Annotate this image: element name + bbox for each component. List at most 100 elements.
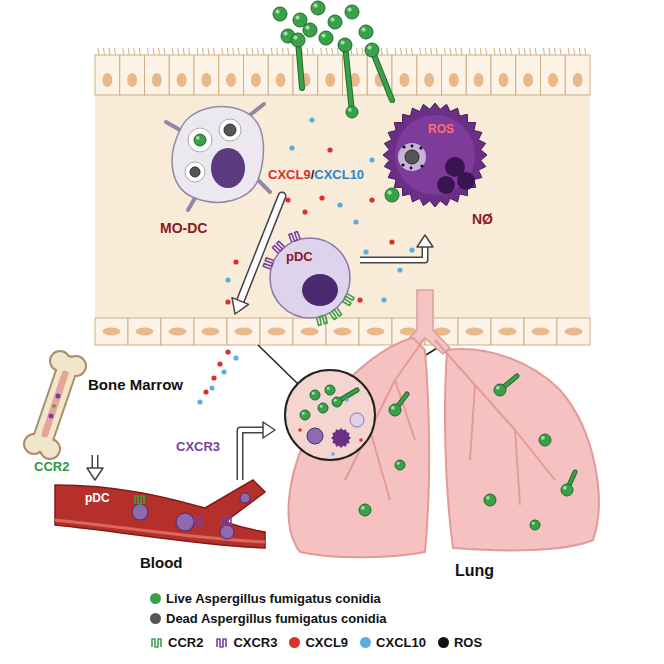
tissue	[153, 48, 154, 55]
tissue	[499, 328, 517, 336]
lung-shape	[331, 428, 351, 448]
tissue	[516, 55, 541, 95]
tissue	[251, 73, 261, 87]
conidia	[273, 1, 392, 118]
migration-arrow	[240, 430, 263, 480]
tissue	[557, 318, 590, 345]
neutrophil-cell-shape	[398, 143, 426, 171]
receptor-label: CXCR3	[176, 440, 220, 455]
conidia	[365, 43, 379, 57]
lung-shape	[325, 385, 335, 395]
legend-text: Live Aspergillus fumigatus conidia	[166, 591, 381, 606]
tissue	[282, 48, 283, 55]
tissue	[585, 48, 586, 55]
neutrophil-cell-shape	[437, 176, 455, 194]
chemokines	[225, 349, 230, 354]
migration-arrow	[87, 455, 103, 480]
lung-shape	[496, 386, 500, 390]
receptor-icon	[215, 635, 229, 649]
mo-dc-cell-shape	[190, 167, 200, 177]
tissue	[136, 328, 154, 336]
migration-arrow	[92, 455, 99, 468]
lung-shape	[300, 410, 310, 420]
tissue	[442, 55, 467, 95]
tissue	[362, 48, 363, 55]
tissue	[169, 328, 187, 336]
conidia	[340, 40, 344, 44]
pdc-cell-shape	[330, 308, 342, 320]
tissue	[555, 48, 556, 55]
blood-vessel-shape	[55, 480, 265, 548]
receptor-icon	[217, 639, 226, 647]
mo-dc-cell-shape	[160, 100, 270, 240]
tissue	[505, 48, 506, 55]
legend-item: CXCR3	[215, 635, 277, 650]
chemokines	[233, 259, 238, 264]
tissue	[474, 73, 484, 87]
chemokine-label: CXCL9	[268, 168, 311, 183]
tissue	[115, 48, 116, 55]
tissue	[500, 48, 501, 55]
lung-shape	[359, 438, 363, 442]
legend-swatch	[150, 613, 161, 624]
neutrophil-cell-shape	[395, 115, 475, 195]
pdc-cell-shape	[270, 238, 350, 318]
chemokines	[389, 239, 394, 244]
pdc-cell-shape	[302, 274, 338, 306]
tissue	[169, 55, 194, 95]
migration-arrow	[93, 455, 97, 468]
blood-vessel-shape	[220, 525, 234, 539]
organ-label: Bone Marrow	[88, 376, 183, 393]
tissue	[511, 48, 512, 55]
tissue	[263, 48, 264, 55]
lung-shape	[302, 412, 305, 415]
legend-row: Live Aspergillus fumigatus conidia	[150, 588, 494, 608]
legend-item: CCR2	[150, 635, 203, 650]
neutrophil-cell-shape	[387, 190, 391, 194]
chemokines	[233, 355, 238, 360]
conidia	[328, 15, 342, 29]
tissue	[326, 318, 359, 345]
tissue	[120, 55, 145, 95]
tissue	[201, 73, 211, 87]
conidia	[345, 45, 352, 112]
legend-row: Dead Aspergillus fumigatus conidia	[150, 608, 494, 628]
tissue	[268, 328, 286, 336]
migration-arrow	[360, 247, 425, 260]
tissue	[318, 55, 343, 95]
chemokines	[337, 202, 342, 207]
pdc-cell-shape	[289, 232, 300, 243]
tissue	[579, 48, 580, 55]
tissue	[450, 48, 451, 55]
migration-arrow	[263, 422, 275, 438]
tissue	[392, 55, 417, 95]
conidia	[367, 45, 371, 49]
tissue	[568, 48, 569, 55]
mo-dc-cell-shape	[172, 107, 263, 203]
tissue	[491, 318, 524, 345]
lung-shape	[539, 434, 551, 446]
lung-shape	[395, 460, 405, 470]
tissue	[159, 48, 160, 55]
lung-shape	[318, 403, 328, 413]
chemokines	[197, 399, 202, 404]
legend-row: CCR2CXCR3CXCL9CXCL10ROS	[150, 632, 494, 652]
migration-arrow	[360, 247, 425, 260]
tissue	[104, 48, 105, 55]
tissue	[288, 48, 289, 55]
receptor-icon	[217, 639, 226, 647]
blood-vessel-shape	[176, 513, 194, 531]
chemokines	[369, 157, 374, 162]
tissue	[95, 92, 590, 322]
tissue	[177, 73, 187, 87]
conidia	[321, 33, 325, 37]
legend-item: ROS	[438, 635, 482, 650]
tissue	[172, 48, 173, 55]
tissue	[332, 48, 333, 55]
conidia	[275, 9, 279, 13]
receptor-icon	[152, 639, 161, 647]
tissue	[178, 48, 179, 55]
tissue	[95, 48, 590, 345]
blood-vessel-shape	[222, 517, 231, 525]
